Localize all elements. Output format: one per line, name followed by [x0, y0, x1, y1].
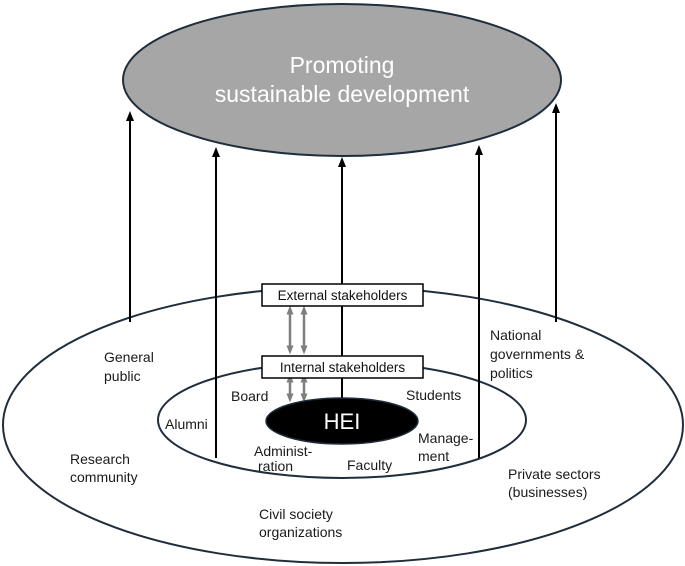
label-general-public-line1: General — [104, 349, 154, 365]
hei-ellipse — [265, 397, 419, 445]
label-board: Board — [231, 388, 268, 404]
label-management-line2: ment — [418, 448, 449, 464]
label-civil-society-line1: Civil society — [259, 506, 333, 522]
label-students: Students — [406, 387, 461, 403]
label-general-public-line2: public — [104, 368, 141, 384]
internal-stakeholders-label: Internal stakeholders — [280, 360, 406, 375]
external-stakeholders-box — [261, 283, 424, 307]
goal-title-line1: Promoting — [290, 52, 395, 78]
label-administration-line1: Administ- — [254, 443, 313, 459]
label-management-line1: Manage- — [418, 430, 474, 446]
goal-ellipse — [122, 3, 562, 157]
label-national-governments-line1: National — [490, 327, 541, 343]
label-civil-society-line2: organizations — [259, 524, 342, 540]
label-alumni: Alumni — [165, 416, 208, 432]
label-research-community-line1: Research — [70, 451, 130, 467]
label-national-governments-line2: governments & — [490, 346, 585, 362]
internal-stakeholders-box — [261, 355, 424, 379]
label-private-sectors-line1: Private sectors — [508, 466, 601, 482]
label-faculty: Faculty — [347, 457, 392, 473]
goal-title-line2: sustainable development — [215, 81, 470, 107]
label-national-governments-line3: politics — [490, 365, 533, 381]
external-stakeholders-label: External stakeholders — [278, 288, 408, 303]
label-private-sectors-line2: (businesses) — [508, 484, 587, 500]
label-administration-line2: ration — [258, 458, 293, 474]
label-research-community-line2: community — [70, 469, 138, 485]
hei-label: HEI — [324, 409, 361, 434]
